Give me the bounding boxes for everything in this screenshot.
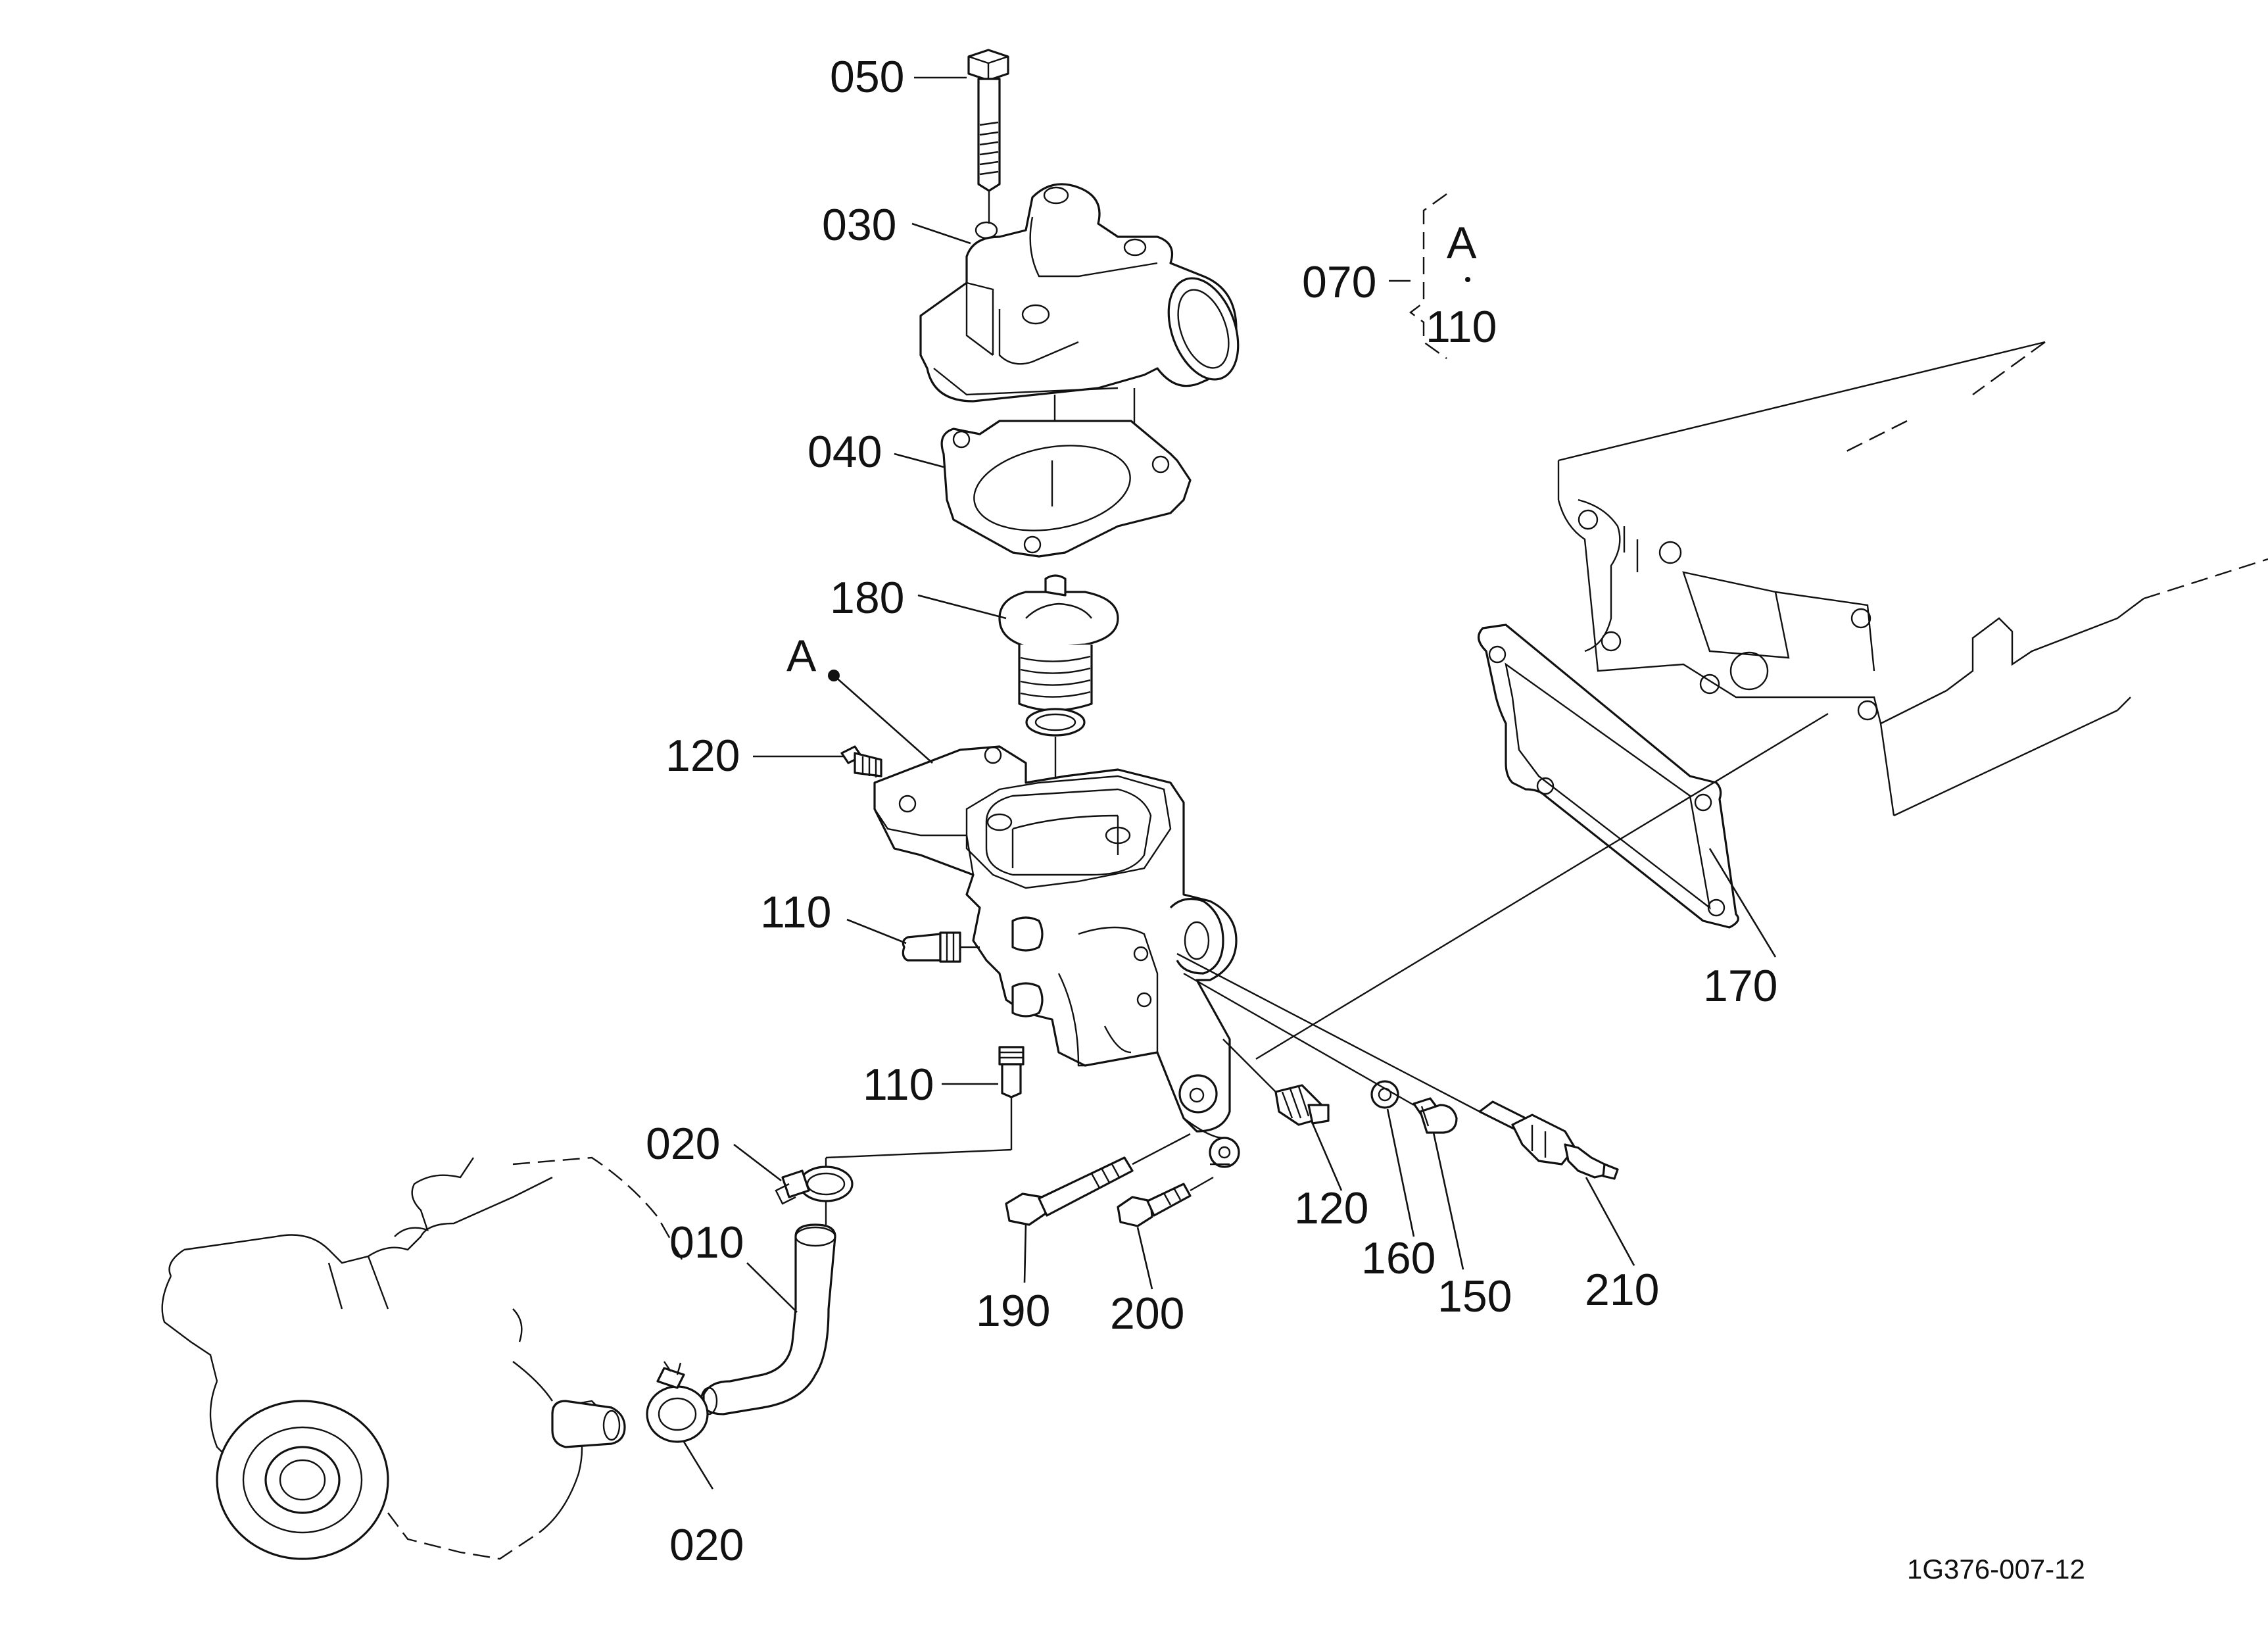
- sensor-210: [1176, 952, 1619, 1180]
- hose-010: [700, 1223, 836, 1415]
- label-170: 170: [1703, 961, 1777, 1011]
- label-120-top: 120: [665, 731, 740, 781]
- label-180: 180: [830, 573, 904, 623]
- gasket-170: [1478, 624, 1739, 929]
- plug-120-bottom: [1222, 1039, 1330, 1126]
- label-150: 150: [1437, 1271, 1512, 1321]
- bolt-200: [1117, 1176, 1214, 1227]
- leader-lines: [683, 76, 1777, 1490]
- label-200: 200: [1110, 1289, 1184, 1339]
- bolt-190: [1005, 1133, 1191, 1226]
- label-110-lower: 110: [863, 1060, 934, 1110]
- label-070-110: 110: [1426, 302, 1497, 352]
- label-120-bottom: 120: [1294, 1183, 1368, 1233]
- label-020-bottom: 020: [669, 1520, 744, 1570]
- assembly-line-to-engine: [1255, 712, 1829, 1060]
- label-040: 040: [808, 427, 882, 477]
- bracket-070: [1389, 193, 1470, 359]
- engine-block-outline: [1557, 341, 2268, 817]
- thermostat-housing: [873, 745, 1240, 1168]
- thermostat-cover-030: [919, 183, 1240, 500]
- clamp-020-bottom: [646, 1361, 709, 1443]
- label-ref-a: A: [786, 631, 817, 681]
- bolt-150: [1183, 972, 1458, 1134]
- drawing-code: 1G376-007-12: [1907, 1554, 2085, 1585]
- gasket-040: [940, 420, 1192, 558]
- label-210: 210: [1585, 1265, 1659, 1315]
- bolt-050: [967, 49, 1009, 224]
- label-010: 010: [669, 1217, 744, 1267]
- label-020-top: 020: [646, 1119, 720, 1169]
- water-pump-outline: [161, 1156, 685, 1560]
- label-110-left: 110: [760, 887, 831, 937]
- clamp-020-top: [775, 1166, 854, 1225]
- thermostat-180: [998, 574, 1119, 862]
- label-190: 190: [976, 1286, 1050, 1336]
- label-030: 030: [822, 200, 896, 250]
- label-160: 160: [1361, 1233, 1436, 1283]
- label-070-a: A: [1447, 218, 1477, 268]
- joint-110-lower: [825, 1046, 1025, 1177]
- washer-160: [1370, 1080, 1399, 1109]
- label-050: 050: [830, 52, 904, 102]
- joint-110-left: [902, 931, 980, 963]
- plug-120-top: [840, 745, 882, 777]
- label-070: 070: [1302, 257, 1376, 307]
